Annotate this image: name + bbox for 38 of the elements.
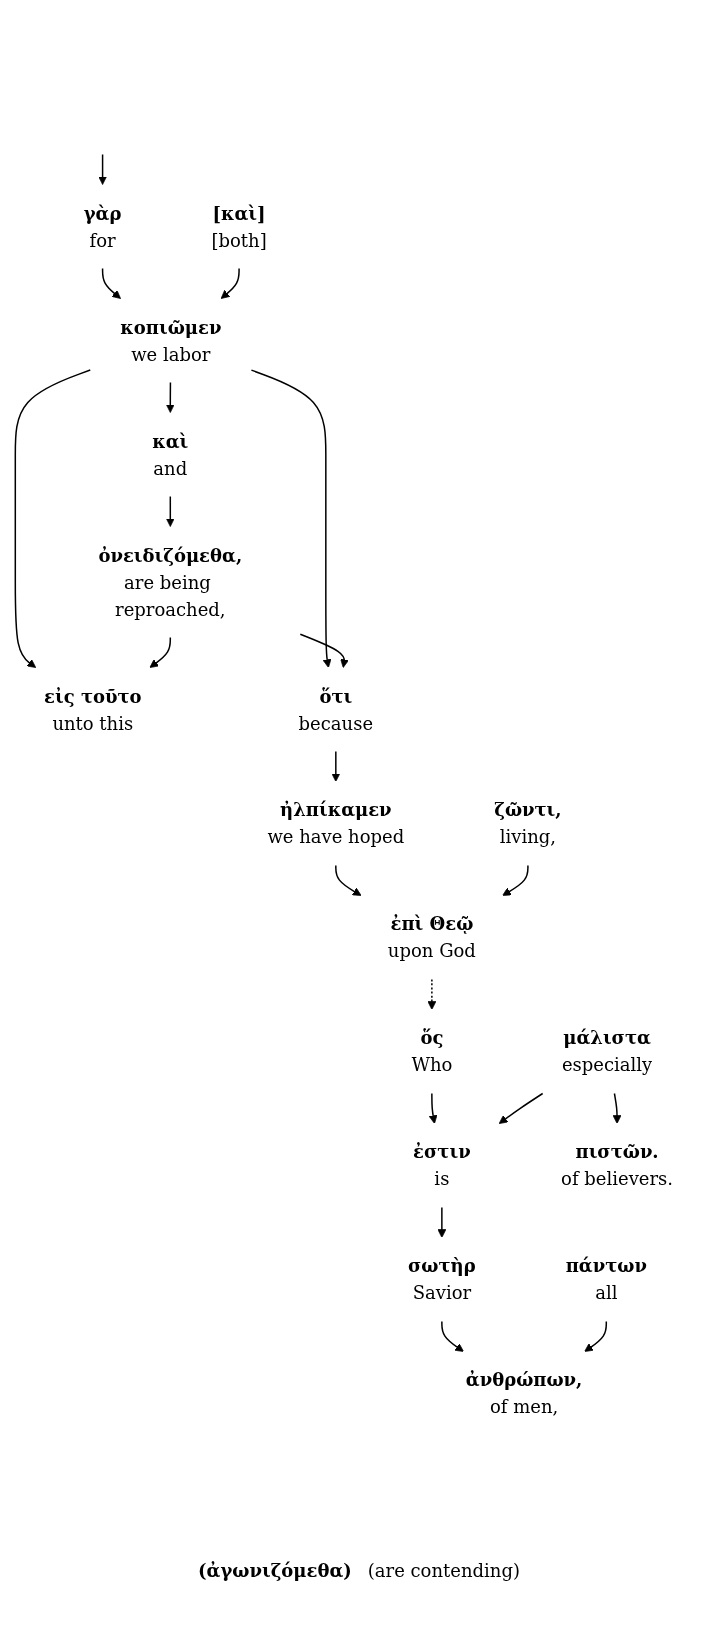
arrow — [502, 864, 530, 896]
arrow — [584, 1320, 608, 1352]
arrow — [429, 1092, 438, 1124]
arrow — [102, 267, 122, 299]
node-text: ὅτι because — [299, 685, 374, 734]
arrow — [441, 1320, 465, 1352]
arrow — [300, 633, 350, 668]
greek-word: (ἀγωνιζόμεθα) — [198, 1560, 352, 1581]
node-text: ζῶντι, living, — [494, 799, 563, 848]
node-text: κοπιῶμεν we labor — [120, 316, 222, 365]
node-text: σωτὴρ Savior — [408, 1255, 477, 1304]
arrow — [335, 864, 362, 896]
arrow — [331, 750, 341, 782]
node-text: ἀνθρώπων, of men, — [466, 1369, 583, 1418]
arrow — [221, 267, 241, 299]
arrow — [437, 1206, 447, 1238]
node-text: ἐστιν is — [413, 1141, 472, 1190]
english-gloss: (are contending) — [367, 1560, 520, 1581]
node-text: πάντων all — [566, 1255, 648, 1304]
arrow — [166, 495, 176, 527]
node-text: εἰς τοῦτο unto this — [44, 685, 143, 734]
node-text: [καὶ] [both] — [211, 202, 268, 251]
arrow — [499, 1092, 544, 1124]
node-text: μάλιστα especially — [562, 1027, 653, 1076]
node-text: ὀνειδιζόμεθα, are being reproached, — [98, 544, 243, 620]
node-text: γὰρ for — [84, 202, 122, 251]
arrow — [98, 153, 108, 185]
arrow — [15, 369, 92, 668]
node-text: ὅς Who — [411, 1027, 453, 1076]
node-text: καὶ and — [152, 430, 189, 479]
arrow — [251, 369, 332, 668]
arrow — [150, 636, 172, 668]
node-text: πιστῶν. of believers. — [561, 1141, 674, 1190]
arrow — [166, 381, 176, 413]
arrow — [427, 978, 437, 1010]
arrow — [613, 1092, 622, 1124]
node-text: ἠλπίκαμεν we have hoped — [267, 799, 405, 848]
node-text: ἐπὶ Θεῷ upon God — [388, 913, 477, 962]
